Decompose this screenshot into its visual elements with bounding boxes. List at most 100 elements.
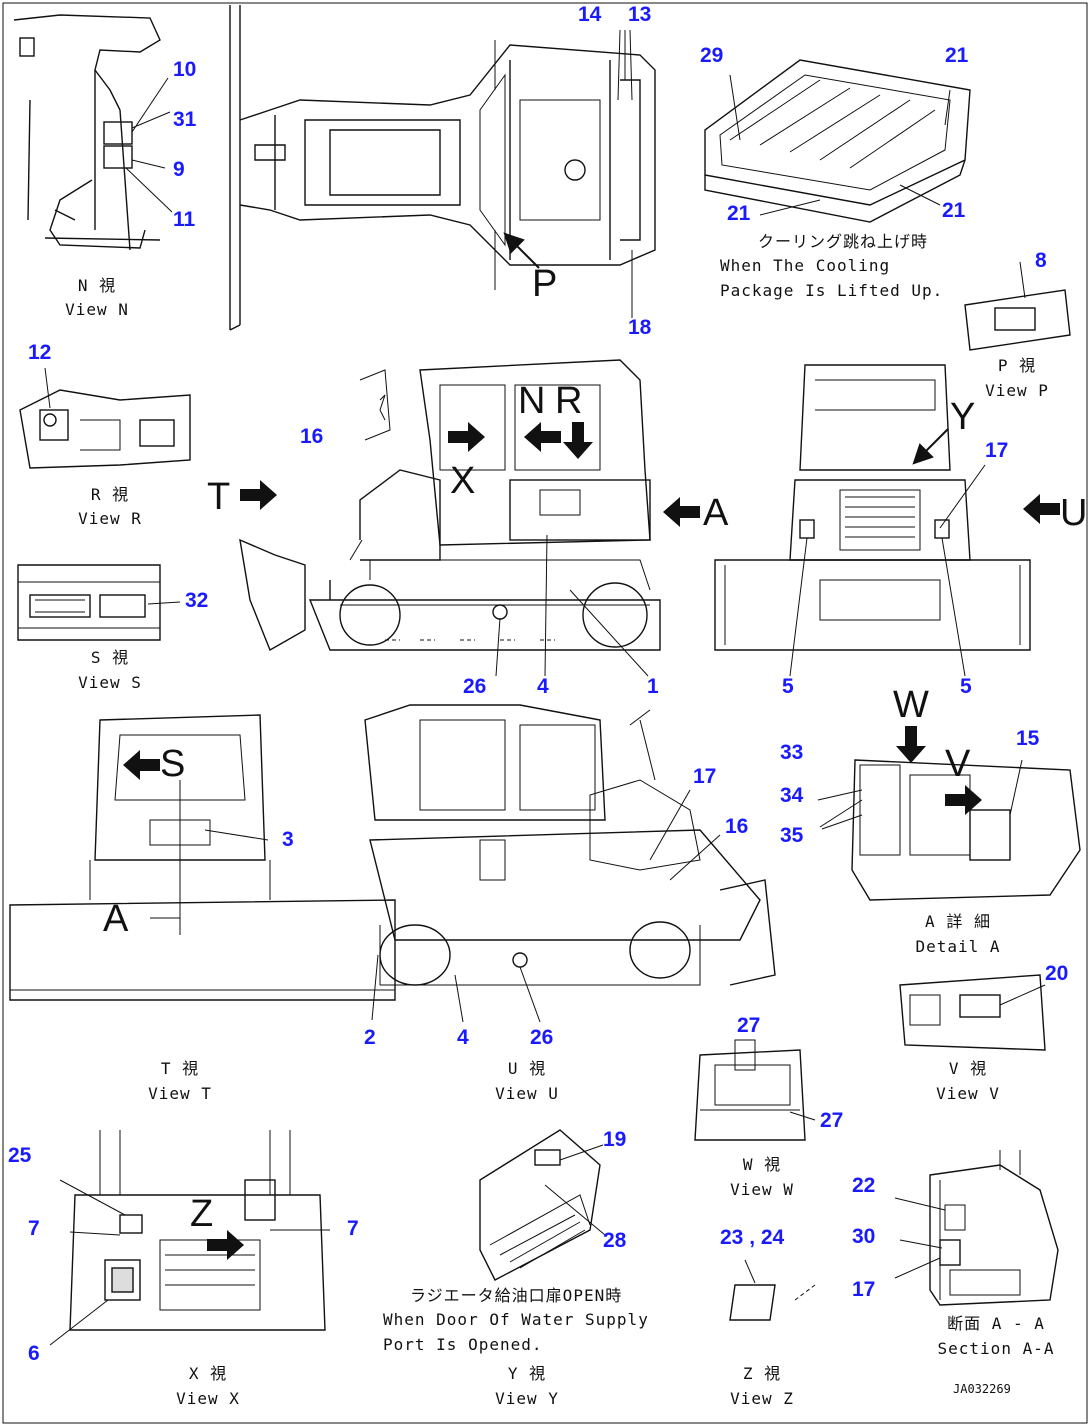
caption-view-y-en: View Y [495,1389,559,1408]
callout-21: 21 [727,202,751,225]
callout-30: 30 [852,1225,876,1248]
caption-view-p-jp: P 視 [997,356,1037,375]
caption-view-s-jp: S 視 [90,648,130,667]
callout-4: 4 [457,1026,469,1049]
view-s-drawing [17,564,181,641]
caption-view-t-jp: T 視 [160,1059,200,1078]
view-t-drawing [9,714,396,1001]
callout-7: 7 [347,1217,359,1240]
callout-17: 17 [852,1278,876,1301]
caption-cooling-en1: When The Cooling [720,256,891,275]
callout-26: 26 [530,1026,554,1049]
callout-29: 29 [700,44,724,67]
caption-view-z-en: View Z [730,1389,794,1408]
callout-35: 35 [780,824,804,847]
callout-5: 5 [782,675,794,698]
callout-21: 21 [942,199,966,222]
detail-a-drawing [817,759,1081,901]
view-letter-a: A [703,492,729,534]
view-letter-s: S [160,743,186,785]
callout-17: 17 [693,765,717,788]
caption-view-s-en: View S [78,673,142,692]
arrow-p [503,232,543,272]
arrow-t [240,480,278,510]
arrow-a [662,497,700,527]
callout-3: 3 [282,828,294,851]
callout-33: 33 [780,741,804,764]
callout-22: 22 [852,1174,876,1197]
callout-15: 15 [1016,727,1040,750]
view-letter-p: P [532,263,558,305]
callout-17: 17 [985,439,1009,462]
view-letter-z: Z [190,1193,214,1235]
callout-16: 16 [725,815,749,838]
cooling-package-drawing [704,59,971,223]
caption-cooling-en2: Package Is Lifted Up. [720,281,944,300]
view-z-drawing [729,1259,816,1321]
caption-view-u-en: View U [495,1084,559,1103]
caption-water-en1: When Door Of Water Supply [383,1310,649,1329]
side-view-t-drawing [239,359,661,677]
caption-view-w-en: View W [730,1180,794,1199]
callout-26: 26 [463,675,487,698]
view-letter-v: V [945,743,971,785]
view-r-drawing [19,367,191,469]
callout-1: 1 [647,675,659,698]
callout-28: 28 [603,1229,627,1252]
caption-water-jp: ラジエータ給油口扉OPEN時 [410,1286,623,1305]
view-n-drawing [13,14,173,251]
callout-18: 18 [628,316,652,339]
callout-9: 9 [173,158,185,181]
callout-13: 13 [628,3,652,26]
arrow-v [945,785,983,815]
caption-view-z-jp: Z 視 [742,1364,782,1383]
callout-8: 8 [1035,249,1047,272]
caption-view-v-jp: V 視 [948,1059,988,1078]
callout-27: 27 [737,1014,761,1037]
callout-4: 4 [537,675,549,698]
drawing-reference: JA032269 [953,1382,1011,1396]
arrow-s [122,750,160,780]
callout-31: 31 [173,108,197,131]
caption-water-en2: Port Is Opened. [383,1335,543,1354]
callout-11: 11 [173,208,196,231]
caption-view-x-jp: X 視 [188,1364,228,1383]
callout-25: 25 [8,1144,32,1167]
section-letter-a: A [103,898,129,940]
callout-14: 14 [578,3,602,26]
side-view-u-drawing [364,704,776,1023]
caption-view-r-jp: R 視 [90,485,130,504]
view-y-drawing [479,1129,606,1281]
callout-6: 6 [28,1342,40,1365]
callout-12: 12 [28,341,52,364]
view-p-drawing [964,261,1071,351]
callout-20: 20 [1045,962,1069,985]
view-x-drawing [49,1130,330,1346]
view-letter-y: Y [950,396,976,438]
caption-detail-a-jp: A 詳 細 [925,912,991,931]
callout-10: 10 [173,58,197,81]
callout-5: 5 [960,675,972,698]
caption-view-n-jp: N 視 [77,276,117,295]
view-letter-t: T [207,476,231,518]
view-v-drawing [899,974,1046,1051]
caption-view-y-jp: Y 視 [507,1364,547,1383]
callout-21: 21 [945,44,969,67]
rear-view-drawing [714,364,1031,677]
callout-2: 2 [364,1026,376,1049]
callout-27: 27 [820,1109,844,1132]
view-letter-n: N [518,380,546,422]
section-a-a-drawing [894,1150,1059,1306]
arrow-x [448,422,486,452]
caption-view-n-en: View N [65,300,129,319]
arrow-z [207,1230,245,1260]
view-w-drawing [694,1039,816,1141]
view-letter-u: U [1060,492,1088,534]
caption-cooling-jp: クーリング跳ね上げ時 [758,232,929,251]
caption-view-r-en: View R [78,509,142,528]
view-letter-w: W [893,684,929,726]
callout-16: 16 [300,425,324,448]
caption-view-u-jp: U 視 [507,1059,547,1078]
caption-section-jp: 断面 A - A [947,1314,1045,1333]
